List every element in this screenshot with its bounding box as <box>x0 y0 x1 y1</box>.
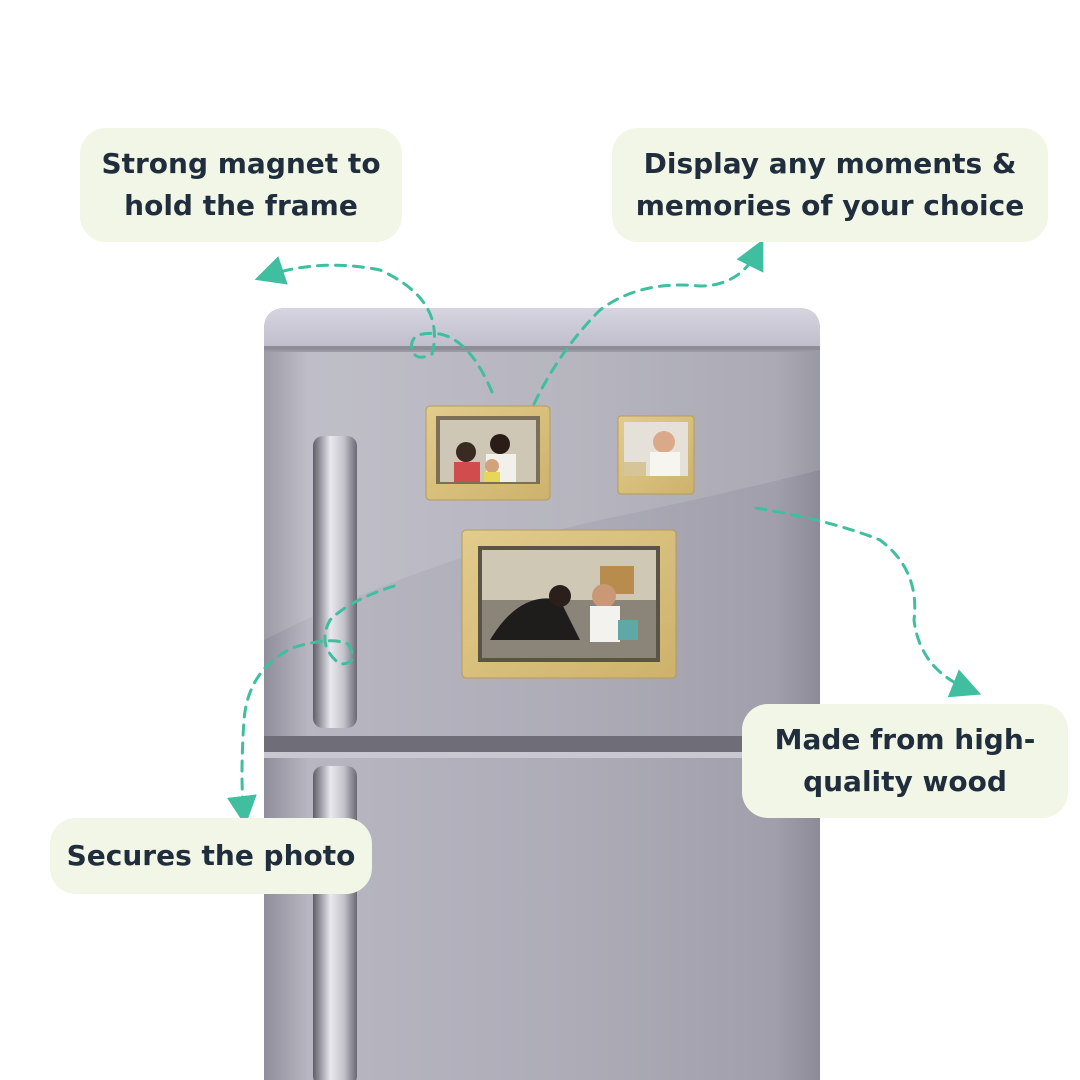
callout-display-memories: Display any moments & memories of your c… <box>612 128 1048 242</box>
callout-high-quality-wood: Made from high-quality wood <box>742 704 1068 818</box>
callout-text: Strong magnet to hold the frame <box>101 147 381 222</box>
photo-frame-small-scalloped <box>425 405 551 501</box>
photo-frame-large <box>461 529 677 679</box>
fridge-top <box>264 308 820 350</box>
callout-strong-magnet: Strong magnet to hold the frame <box>80 128 402 242</box>
callout-text: Display any moments & memories of your c… <box>635 147 1025 222</box>
callout-secures-photo: Secures the photo <box>50 818 372 894</box>
photo-frame-square <box>617 415 695 495</box>
upper-handle <box>313 436 357 728</box>
callout-text: Made from high-quality wood <box>774 723 1036 798</box>
fridge-body <box>264 308 820 1080</box>
lower-handle <box>313 766 357 1080</box>
callout-text: Secures the photo <box>66 839 356 872</box>
